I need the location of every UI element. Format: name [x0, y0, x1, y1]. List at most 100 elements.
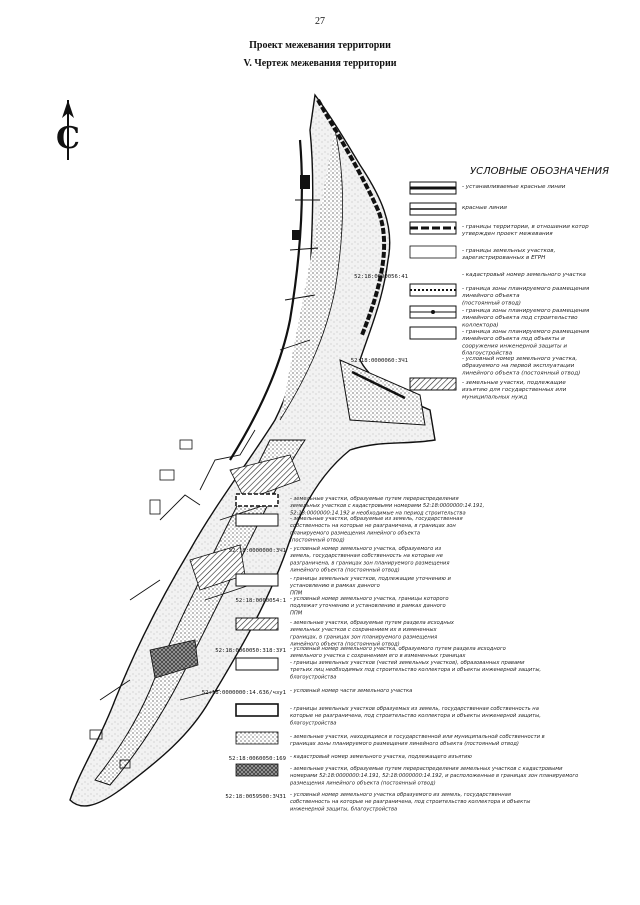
legend-label: собственность на которые не разграничена… [290, 799, 530, 805]
legend-item: 52:18:0000056:41 - кадастровый номер земе… [354, 272, 586, 280]
legend-item: 52:18:0059500:3ЧЗ1 - условный номер земел… [225, 792, 530, 812]
legend-label: ППМ [290, 590, 303, 596]
legend-label: линейного объекта (постоянный отвод) [289, 568, 400, 574]
legend-item: 52:18:0060050:169 - кадастровый номер зем… [229, 754, 473, 762]
legend-item: - границы земельных участков образуемых … [235, 703, 541, 726]
legend-label: разграничена, в границах зон планируемог… [289, 560, 450, 566]
map-area [69, 93, 436, 807]
legend-code: 52:18:0060054:1 [235, 598, 286, 604]
north-arrow-icon: С [56, 100, 80, 160]
legend-label: - земельные участки, образуемые путем пе… [290, 766, 563, 772]
legend-swatch-icon [409, 326, 457, 340]
legend-label: линейного объекта [461, 293, 520, 299]
legend-label: номерами 52:18:0000000:14.191, 52:18:000… [290, 773, 578, 779]
legend-swatch-icon [409, 377, 457, 391]
legend-swatch-icon [235, 513, 279, 527]
legend-item: - границы земельных участков (частей зем… [235, 657, 541, 680]
legend-swatch-icon [409, 202, 457, 216]
legend-label: - граница зоны планируемого размещения [462, 329, 590, 335]
page-number: 27 [315, 16, 325, 27]
legend-bottom-list: - земельные участки, образуемые путем пе… [202, 493, 578, 812]
legend-label: - земельные участки, образуемые путем ра… [290, 620, 455, 626]
legend-swatch-icon [235, 617, 279, 631]
legend-label: сооружения инженерной защиты и [462, 343, 567, 349]
legend-swatch-icon [235, 657, 279, 671]
legend-item: 52:18:0060050:318:ЗУ1 - условный номер зе… [215, 646, 506, 659]
legend-label: линейного объекта (постоянный отвод) [461, 370, 580, 376]
legend-label: изъятию для государственных или [462, 387, 567, 393]
legend-label: ППМ [290, 610, 303, 616]
legend-item: 52:18:0000060:3Ч1 - условный номер земель… [351, 356, 581, 376]
legend-heading: УСЛОВНЫЕ ОБОЗНАЧЕНИЯ [470, 166, 609, 177]
legend-code: 52:18:0060050:169 [229, 756, 286, 762]
legend-label: - земельные участки, находящиеся в госуд… [290, 734, 545, 740]
legend-label: образуемого на первой эксплуатации [462, 363, 575, 369]
legend-label: благоустройства [290, 674, 337, 680]
legend-label: - кадастровый номер земельного участка [462, 272, 586, 278]
legend-label: - граница зоны планируемого размещения [462, 308, 590, 314]
legend-swatch-icon [409, 283, 457, 297]
legend-item: - границы земельных участков,зарегистрир… [409, 245, 556, 261]
legend-label: - устанавливаемые красные линии [462, 184, 566, 190]
legend-label: - условный номер земельного участка обра… [290, 792, 511, 798]
legend-swatch-icon [235, 731, 279, 745]
legend-item: - земельные участки, образуемые из земел… [235, 513, 463, 544]
legend-item: 52:18:0000000:14.636/чзу1 - условный номе… [202, 688, 413, 696]
legend-item: - границы земельных участков, подлежащие… [235, 573, 452, 596]
legend-label: которые не разграничена, под строительст… [290, 713, 541, 719]
legend-label: 52:18:0000000:14.192 и необходимые на пе… [290, 510, 466, 516]
legend-label: красные линии [462, 205, 507, 211]
legend-label: - условный номер земельного участка, [462, 356, 577, 362]
legend-code: 52:18:0060050:318:ЗУ1 [215, 648, 286, 654]
legend-item: - земельные участки, образуемые путем пе… [235, 763, 578, 786]
legend-label: - границы земельных участков, [462, 248, 556, 254]
legend-label: коллектора) [462, 322, 499, 328]
page-title: Проект межевания территории [249, 40, 391, 51]
legend-swatch-icon [235, 703, 279, 717]
legend-label: линейного объекта (постоянный отвод) [289, 642, 400, 648]
legend-label: третьих лиц необходимых под строительств… [290, 667, 541, 673]
legend-swatch-icon [409, 181, 457, 195]
legend-label: - условный номер земельного участка, обр… [290, 646, 506, 652]
legend-label: (постоянный отвод) [290, 538, 345, 544]
legend-top-list: - устанавливаемые красные линии красные л… [351, 181, 590, 400]
section-title: V. Чертеж межевания территории [243, 58, 397, 69]
legend-label: земельных участков с сохранением их в из… [290, 627, 437, 633]
legend-label: - земельные участки, образуемые путем пе… [290, 496, 459, 502]
legend-item: - граница зоны планируемого размещенияли… [409, 283, 590, 306]
legend-code: 52:18:0000000:14.636/чзу1 [202, 690, 286, 696]
legend-label: линейного объекта под объекты и [461, 336, 565, 342]
legend-swatch-icon [235, 763, 279, 777]
legend-label: - кадастровый номер земельного участка, … [290, 754, 473, 760]
legend-label: границах, в границах зон планируемого ра… [290, 634, 437, 640]
legend-item: - земельные участки, образуемые путем пе… [235, 493, 484, 516]
legend-code: 52:18:0000000:3Ч1 [229, 548, 286, 554]
legend-label: - границы территории, в отношении котор [462, 224, 589, 230]
legend-label: - границы земельных участков (частей зем… [290, 660, 525, 666]
legend-label: инженерной защиты, благоустройства [290, 806, 397, 812]
legend-label: линейного объекта под строительство [461, 315, 578, 321]
legend-label: подлежат уточнению и установлению в рамк… [290, 603, 446, 609]
legend-item: - границы территории, в отношении котору… [409, 221, 589, 237]
legend-label: благоустройства [462, 351, 513, 357]
legend-label: - границы земельных участков, подлежащие… [290, 576, 452, 582]
legend-label: размещения линейного объекта (постоянный… [289, 780, 436, 786]
legend-label: установлению в рамках данного [289, 583, 380, 589]
legend-code: 52:18:0059500:3ЧЗ1 [225, 794, 286, 800]
legend-label: - граница зоны планируемого размещения [462, 286, 590, 292]
legend-label: - условный номер части земельного участк… [290, 688, 412, 694]
legend-label: границах зоны планируемого размещения ли… [290, 741, 519, 747]
legend-label: благоустройства [290, 720, 337, 726]
legend-code: 52:18:0000056:41 [354, 274, 408, 280]
legend-label: земельного участка с сохранением его в и… [290, 653, 466, 659]
legend-label: - условный номер земельного участка, гра… [290, 596, 449, 602]
legend-label: зарегистрированных в ЕГРН [462, 255, 546, 261]
legend-swatch-icon [409, 245, 457, 259]
legend-item: - граница зоны планируемого размещенияли… [409, 326, 590, 357]
legend-swatch-icon [235, 493, 279, 507]
legend-item: красные линии [409, 202, 507, 216]
legend-code: 52:18:0000060:3Ч1 [351, 358, 408, 364]
legend-label: (постоянный отвод) [462, 300, 521, 306]
